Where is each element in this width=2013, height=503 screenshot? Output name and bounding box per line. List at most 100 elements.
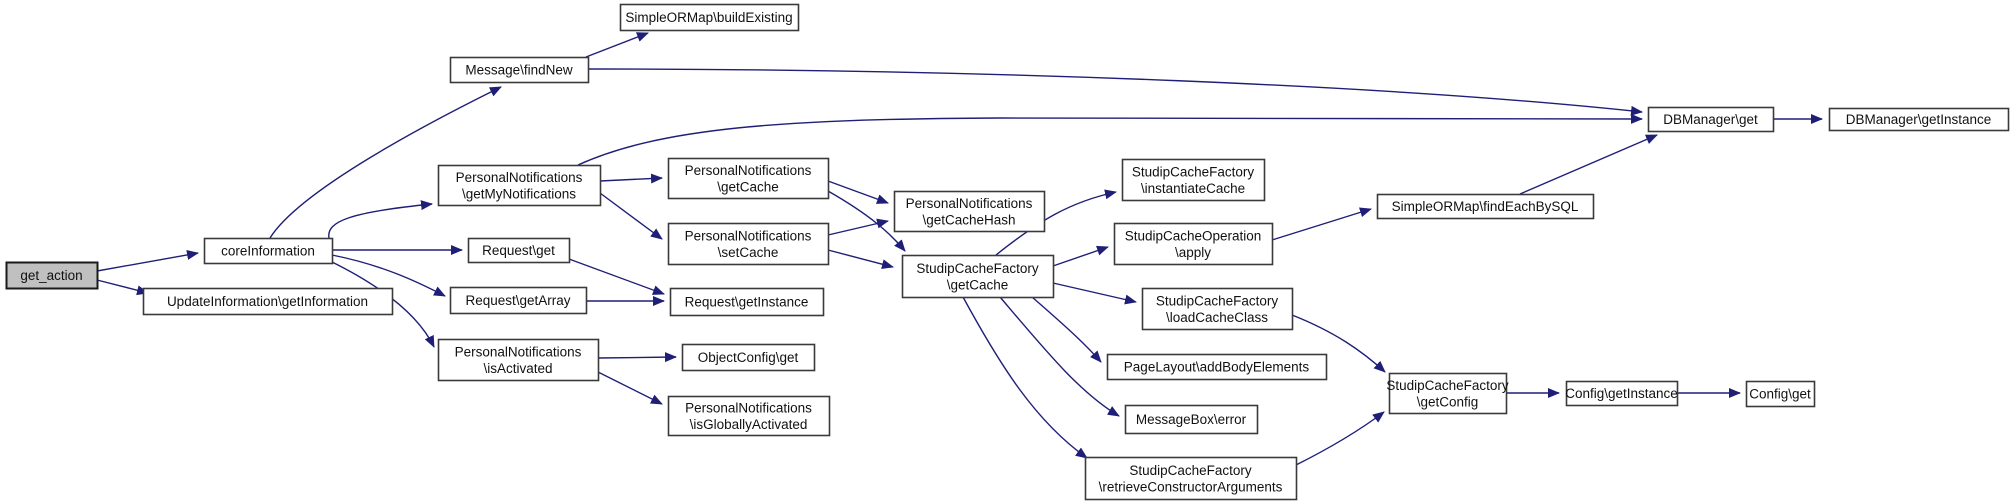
node-message-box-error[interactable]: MessageBox\error <box>1124 404 1259 435</box>
node-page-layout-add-body-elements[interactable]: PageLayout\addBodyElements <box>1106 353 1328 381</box>
node-label-personal-notifications-is-globally-activated: PersonalNotifications\isGloballyActivate… <box>685 401 812 432</box>
node-simple-or-map-build-existing[interactable]: SimpleORMap\buildExisting <box>619 3 800 32</box>
node-box-request-get-array <box>449 286 588 315</box>
node-request-get-array[interactable]: Request\getArray <box>449 286 588 315</box>
edge-studip-cache-factory-load-cache-class-to-studip-cache-factory-get-config <box>1291 314 1386 373</box>
node-label-personal-notifications-set-cache: PersonalNotifications\setCache <box>685 229 812 260</box>
node-label-page-layout-add-body-elements: PageLayout\addBodyElements <box>1124 359 1310 374</box>
edge-core-information-to-message-find-new <box>269 86 502 239</box>
node-label-studip-cache-factory-get-cache: StudipCacheFactory\getCache <box>916 261 1039 292</box>
edge-personal-notifications-get-my-notifications-to-personal-notifications-set-cache <box>599 192 663 240</box>
node-box-config-get-instance <box>1565 380 1679 407</box>
node-label-config-get: Config\get <box>1749 386 1811 401</box>
node-label-db-manager-get-instance: DBManager\getInstance <box>1846 112 1992 127</box>
node-label-simple-or-map-find-each-by-sql: SimpleORMap\findEachBySQL <box>1392 199 1579 214</box>
node-box-config-get <box>1745 380 1816 408</box>
node-request-get-instance[interactable]: Request\getInstance <box>669 287 825 317</box>
node-config-get[interactable]: Config\get <box>1745 380 1816 408</box>
node-box-request-get <box>467 237 571 264</box>
node-box-personal-notifications-get-my-notifications <box>437 164 602 207</box>
node-personal-notifications-get-my-notifications[interactable]: PersonalNotifications\getMyNotifications <box>437 164 602 207</box>
edge-simple-or-map-find-each-by-sql-to-db-manager-get <box>1519 134 1658 195</box>
edge-personal-notifications-get-cache-to-studip-cache-factory-get-cache <box>827 190 906 252</box>
node-box-message-find-new <box>449 56 590 84</box>
edge-studip-cache-factory-get-cache-to-page-layout-add-body-elements <box>1031 296 1102 363</box>
edge-get-action-to-core-information <box>96 250 199 272</box>
node-studip-cache-factory-retrieve-constructor-arguments[interactable]: StudipCacheFactory\retrieveConstructorAr… <box>1084 456 1298 501</box>
node-studip-cache-factory-get-cache[interactable]: StudipCacheFactory\getCache <box>901 254 1055 299</box>
node-box-simple-or-map-build-existing <box>619 3 800 32</box>
node-object-config-get[interactable]: ObjectConfig\get <box>681 343 816 372</box>
node-core-information[interactable]: coreInformation <box>203 237 334 265</box>
edges-layer <box>96 32 1823 466</box>
edge-message-find-new-to-db-manager-get <box>587 68 1643 116</box>
node-box-request-get-instance <box>669 287 825 317</box>
node-label-personal-notifications-get-my-notifications: PersonalNotifications\getMyNotifications <box>456 170 583 201</box>
node-label-simple-or-map-build-existing: SimpleORMap\buildExisting <box>625 10 792 25</box>
node-studip-cache-factory-load-cache-class[interactable]: StudipCacheFactory\loadCacheClass <box>1141 287 1294 331</box>
node-studip-cache-factory-get-config[interactable]: StudipCacheFactory\getConfig <box>1386 372 1509 415</box>
node-box-studip-cache-factory-instantiate-cache <box>1121 158 1266 202</box>
edge-studip-cache-operation-apply-to-simple-or-map-find-each-by-sql <box>1271 207 1372 241</box>
node-box-studip-cache-operation-apply <box>1113 222 1274 266</box>
node-personal-notifications-get-cache-hash[interactable]: PersonalNotifications\getCacheHash <box>893 190 1046 233</box>
node-label-get-action: get_action <box>20 268 82 283</box>
node-label-studip-cache-factory-instantiate-cache: StudipCacheFactory\instantiateCache <box>1132 165 1255 196</box>
node-label-studip-cache-factory-load-cache-class: StudipCacheFactory\loadCacheClass <box>1156 294 1279 325</box>
node-studip-cache-factory-instantiate-cache[interactable]: StudipCacheFactory\instantiateCache <box>1121 158 1266 202</box>
node-db-manager-get[interactable]: DBManager\get <box>1647 106 1775 133</box>
edge-studip-cache-factory-get-cache-to-studip-cache-factory-instantiate-cache <box>995 189 1117 256</box>
node-label-studip-cache-factory-get-config: StudipCacheFactory\getConfig <box>1386 378 1509 409</box>
node-get-action[interactable]: get_action <box>5 261 99 290</box>
node-box-personal-notifications-get-cache <box>667 157 830 200</box>
node-message-find-new[interactable]: Message\findNew <box>449 56 590 84</box>
node-box-studip-cache-factory-get-config <box>1388 372 1508 415</box>
node-db-manager-get-instance[interactable]: DBManager\getInstance <box>1828 107 2010 132</box>
edge-personal-notifications-is-activated-to-personal-notifications-is-globally-activated <box>597 371 663 405</box>
edge-studip-cache-factory-retrieve-constructor-arguments-to-studip-cache-factory-get-config <box>1295 411 1385 466</box>
node-label-studip-cache-operation-apply: StudipCacheOperation\apply <box>1125 229 1262 260</box>
edge-request-get-to-request-get-instance <box>568 258 665 295</box>
node-simple-or-map-find-each-by-sql[interactable]: SimpleORMap\findEachBySQL <box>1376 193 1595 220</box>
edge-personal-notifications-get-my-notifications-to-db-manager-get <box>577 113 1643 166</box>
nodes-layer: get_action coreInformationUpdateInformati… <box>5 3 2010 501</box>
node-studip-cache-operation-apply[interactable]: StudipCacheOperation\apply <box>1113 222 1274 266</box>
edge-personal-notifications-set-cache-to-studip-cache-factory-get-cache <box>827 249 894 270</box>
edge-personal-notifications-get-my-notifications-to-personal-notifications-get-cache <box>599 173 663 184</box>
node-personal-notifications-get-cache[interactable]: PersonalNotifications\getCache <box>667 157 830 200</box>
node-config-get-instance[interactable]: Config\getInstance <box>1565 380 1679 407</box>
node-box-personal-notifications-set-cache <box>667 222 830 266</box>
edge-get-action-to-update-information-get-information <box>96 279 149 296</box>
node-box-simple-or-map-find-each-by-sql <box>1376 193 1595 220</box>
node-box-message-box-error <box>1124 404 1259 435</box>
node-personal-notifications-is-globally-activated[interactable]: PersonalNotifications\isGloballyActivate… <box>667 395 831 437</box>
node-box-studip-cache-factory-get-cache <box>901 254 1055 299</box>
node-box-personal-notifications-get-cache-hash <box>893 190 1046 233</box>
node-label-db-manager-get: DBManager\get <box>1663 112 1758 127</box>
node-box-personal-notifications-is-globally-activated <box>667 395 831 437</box>
node-label-studip-cache-factory-retrieve-constructor-arguments: StudipCacheFactory\retrieveConstructorAr… <box>1099 463 1283 494</box>
node-box-get-action <box>5 261 99 290</box>
node-label-core-information: coreInformation <box>221 243 315 258</box>
node-request-get[interactable]: Request\get <box>467 237 571 264</box>
node-box-studip-cache-factory-load-cache-class <box>1141 287 1294 331</box>
node-label-object-config-get: ObjectConfig\get <box>698 350 799 365</box>
edge-studip-cache-factory-get-cache-to-message-box-error <box>999 296 1120 417</box>
node-personal-notifications-set-cache[interactable]: PersonalNotifications\setCache <box>667 222 830 266</box>
node-box-page-layout-add-body-elements <box>1106 353 1328 381</box>
node-box-personal-notifications-is-activated <box>437 338 600 382</box>
node-box-update-information-get-information <box>142 287 394 316</box>
node-label-update-information-get-information: UpdateInformation\getInformation <box>167 294 368 309</box>
edge-core-information-to-request-get-array <box>331 254 446 297</box>
node-personal-notifications-is-activated[interactable]: PersonalNotifications\isActivated <box>437 338 600 382</box>
edge-studip-cache-factory-get-cache-to-studip-cache-factory-retrieve-constructor-arguments <box>962 296 1088 459</box>
node-update-information-get-information[interactable]: UpdateInformation\getInformation <box>142 287 394 316</box>
edge-core-information-to-personal-notifications-get-my-notifications <box>328 200 433 239</box>
node-label-config-get-instance: Config\getInstance <box>1565 386 1678 401</box>
edge-studip-cache-factory-get-cache-to-studip-cache-operation-apply <box>1052 245 1109 267</box>
node-label-personal-notifications-get-cache-hash: PersonalNotifications\getCacheHash <box>906 196 1033 227</box>
node-label-personal-notifications-get-cache: PersonalNotifications\getCache <box>685 163 812 194</box>
edge-personal-notifications-set-cache-to-personal-notifications-get-cache-hash <box>827 218 889 236</box>
